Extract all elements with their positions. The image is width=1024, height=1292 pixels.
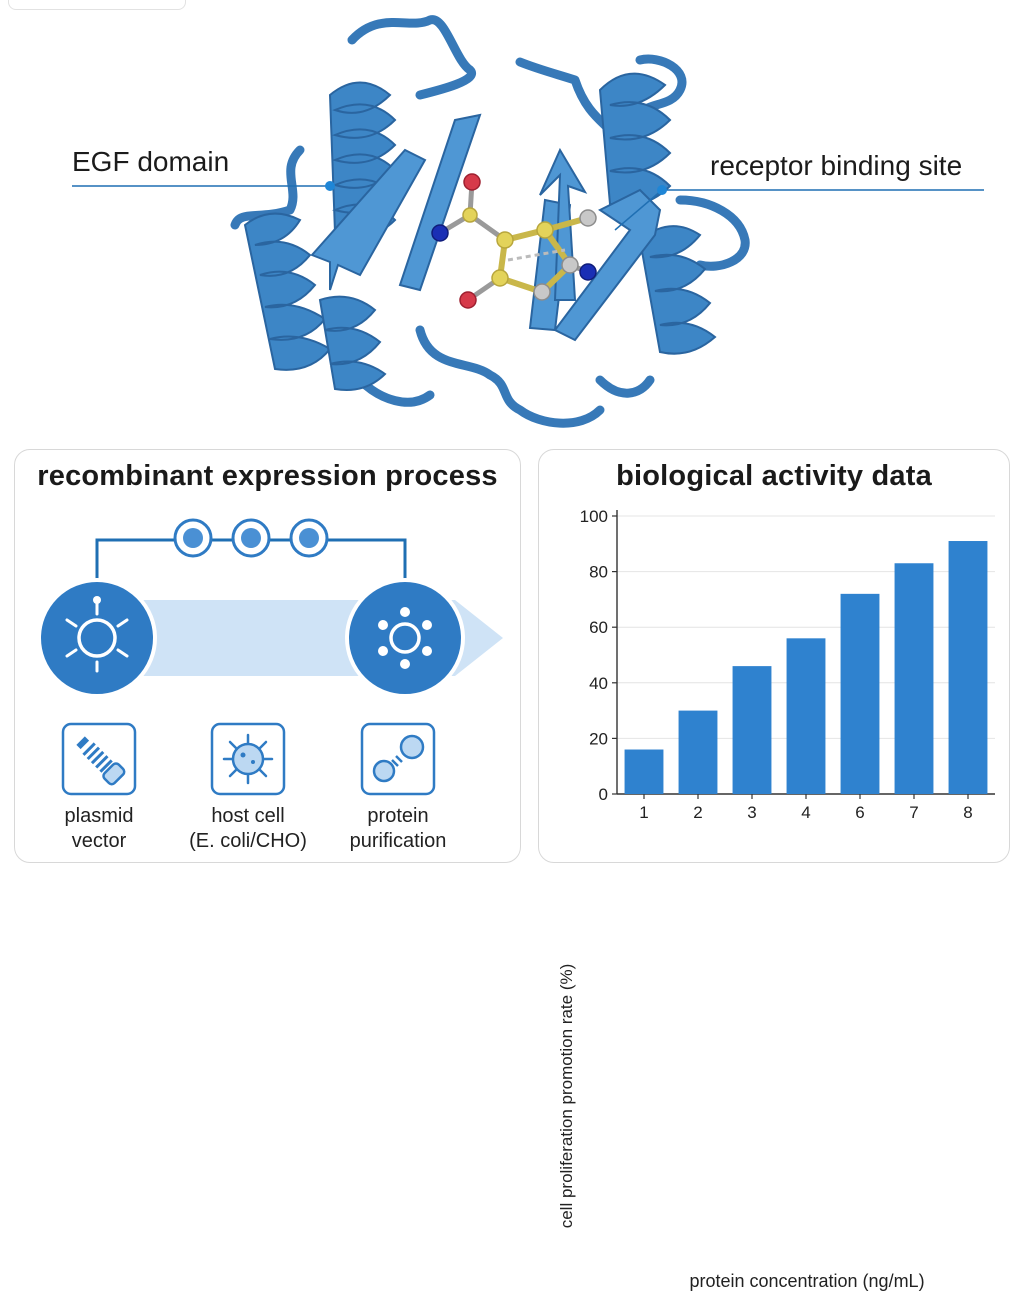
y-tick-label: 40	[589, 674, 608, 693]
atom-carbon	[491, 269, 509, 287]
purification-icon	[360, 722, 436, 796]
start-node	[37, 578, 157, 698]
intermediate-node	[289, 518, 329, 558]
x-tick-label: 2	[693, 803, 702, 822]
bar-1	[624, 749, 664, 794]
host-cell-icon	[210, 722, 286, 796]
x-tick-label: 3	[747, 803, 756, 822]
x-tick-label: 7	[909, 803, 918, 822]
protein-helix	[243, 212, 332, 371]
y-axis-title: cell proliferation promotion rate (%)	[557, 963, 576, 1229]
step-label-host-cell: host cell (E. coli/CHO)	[189, 805, 307, 852]
y-tick-label: 100	[580, 507, 608, 526]
x-axis-title: protein concentration (ng/mL)	[689, 1271, 925, 1291]
protein-structure-illustration	[72, 15, 984, 428]
process-flow-diagram	[37, 518, 503, 796]
atom-nitrogen	[431, 224, 449, 242]
x-tick-label: 1	[639, 803, 648, 822]
y-tick-label: 0	[599, 785, 608, 804]
protein-loop	[595, 375, 655, 398]
bar-8	[948, 541, 988, 794]
atom-carbon	[496, 231, 514, 249]
atom-oxygen	[459, 291, 477, 309]
bar-4	[786, 638, 826, 794]
y-tick-label: 60	[589, 618, 608, 637]
protein-loop	[675, 195, 750, 271]
step-label-plasmid: plasmid vector	[64, 805, 134, 852]
bar-3	[732, 666, 772, 794]
callout-dot-right	[657, 185, 667, 195]
chart-panel: biological activity data 0 20 40 60 80 100 1 2 3…	[538, 449, 1010, 1291]
callout-receptor-binding-site: receptor binding site	[710, 150, 963, 181]
protein-helix	[318, 295, 387, 391]
protein-helix	[598, 72, 672, 207]
step-label-purification: protein purification	[349, 805, 447, 852]
protein-helix	[638, 225, 717, 355]
bar-6	[840, 593, 880, 794]
y-tick-label: 20	[589, 729, 608, 748]
bar-7	[894, 563, 934, 794]
atom-nitrogen	[579, 263, 597, 281]
bar-2	[678, 710, 718, 794]
chart-title: biological activity data	[616, 460, 932, 492]
intermediate-node	[231, 518, 271, 558]
atom-carbon	[536, 221, 554, 239]
protein-loop	[347, 15, 477, 100]
intermediate-node	[173, 518, 213, 558]
process-panel-title: recombinant expression process	[37, 460, 498, 492]
bar-chart: 0 20 40 60 80 100 1 2 3 4 6 7 8	[580, 507, 995, 822]
protein-loop	[415, 325, 605, 428]
protein-strand	[398, 113, 482, 292]
atom-grey	[579, 209, 597, 227]
x-tick-label: 8	[963, 803, 972, 822]
callout-egf-domain: EGF domain	[72, 146, 230, 177]
protein-loop	[515, 57, 615, 135]
atom-grey	[561, 256, 579, 274]
y-tick-label: 80	[589, 563, 608, 582]
ligand-molecule	[431, 173, 597, 309]
protein-strand	[553, 188, 662, 342]
x-tick-label: 4	[801, 803, 810, 822]
protein-strand	[310, 148, 427, 291]
plasmid-icon	[61, 722, 137, 796]
protein-loop	[230, 145, 305, 230]
atom-oxygen	[463, 173, 481, 191]
x-tick-label: 6	[855, 803, 864, 822]
atom-carbon	[462, 207, 478, 223]
callout-dot-left	[325, 181, 335, 191]
process-panel: recombinant expression process	[14, 449, 521, 863]
callout-line-right-diagonal	[614, 189, 663, 231]
atom-grey	[533, 283, 551, 301]
end-node	[345, 578, 465, 698]
